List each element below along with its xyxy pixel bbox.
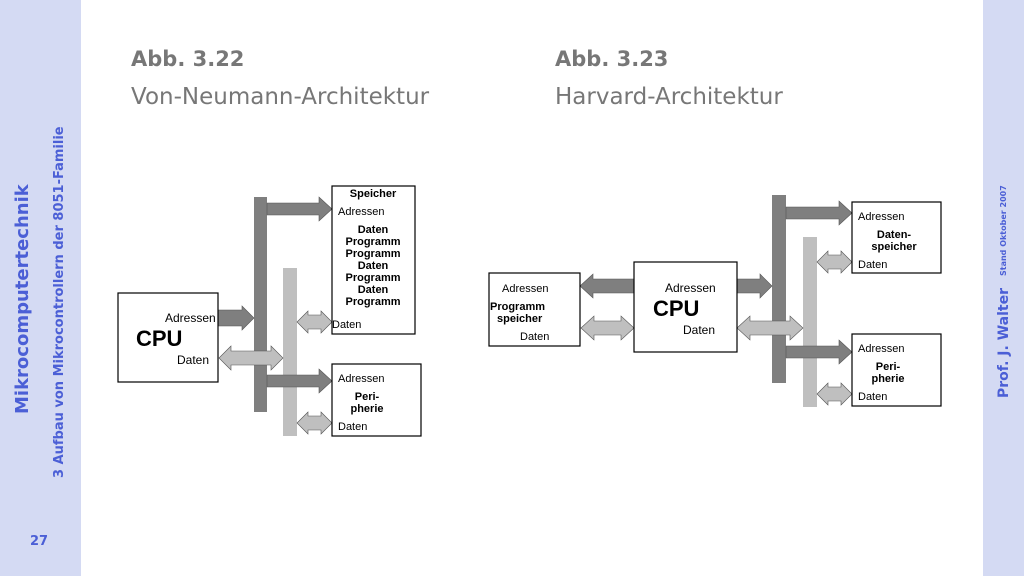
hv-program-data-label: Daten bbox=[520, 331, 549, 343]
hv-peripherals-data-arrow bbox=[816, 382, 853, 406]
vn-memory-stack-entry: Programm bbox=[345, 236, 400, 248]
vn-cpu-data-label: Daten bbox=[177, 353, 209, 367]
hv-program-name-line1: Programm bbox=[490, 301, 545, 313]
vn-cpu-address-arrow bbox=[217, 305, 255, 331]
vn-peripherals-data-arrow bbox=[296, 411, 333, 435]
vn-memory-stack-entry: Daten bbox=[358, 224, 389, 236]
vn-peripherals-name-line2: pherie bbox=[350, 403, 383, 415]
vn-memory-stack-entry: Daten bbox=[358, 284, 389, 296]
vn-peripherals-box bbox=[331, 363, 422, 437]
hv-datamem-name-line2: speicher bbox=[871, 241, 917, 253]
hv-peripherals-data-label: Daten bbox=[858, 391, 887, 403]
figure-number-von-neumann: Abb. 3.22 bbox=[131, 47, 245, 71]
figure-title-harvard: Harvard-Architektur bbox=[555, 84, 783, 110]
hv-cpu-address-label: Adressen bbox=[665, 281, 716, 295]
vn-memory-address-arrow bbox=[266, 196, 333, 222]
hv-program-address-arrow bbox=[579, 273, 635, 299]
hv-address-bus bbox=[772, 195, 786, 383]
vn-peripherals-address-arrow bbox=[266, 368, 333, 394]
harvard-diagram: Adressen Programm speicher Daten Adresse… bbox=[488, 195, 942, 407]
vn-cpu-address-label: Adressen bbox=[165, 311, 216, 325]
left-sidebar bbox=[0, 0, 81, 576]
figure-number-harvard: Abb. 3.23 bbox=[555, 47, 669, 71]
figure-title-von-neumann: Von-Neumann-Architektur bbox=[131, 84, 430, 110]
vn-peripherals-data-label: Daten bbox=[338, 421, 367, 433]
vn-peripherals-name-line1: Peri- bbox=[355, 391, 380, 403]
vn-cpu-title: CPU bbox=[136, 326, 182, 351]
von-neumann-diagram: Adressen CPU Daten Speicher Adressen Dat… bbox=[117, 185, 422, 437]
hv-datamem-address-label: Adressen bbox=[858, 211, 904, 223]
vn-memory-content-stack: DatenProgrammProgrammDatenProgrammDatenP… bbox=[345, 224, 400, 308]
vn-memory-stack-entry: Programm bbox=[345, 248, 400, 260]
hv-data-bus bbox=[803, 237, 817, 407]
hv-program-data-arrow bbox=[580, 315, 635, 341]
vn-memory-data-arrow bbox=[296, 310, 333, 334]
right-sidebar bbox=[983, 0, 1024, 576]
hv-program-address-label: Adressen bbox=[502, 283, 548, 295]
hv-cpu-data-arrow bbox=[736, 315, 804, 341]
vn-cpu-box bbox=[117, 292, 219, 383]
vn-memory-stack-entry: Daten bbox=[358, 260, 389, 272]
vn-memory-title: Speicher bbox=[350, 188, 397, 200]
hv-datamem-address-arrow bbox=[785, 200, 853, 226]
hv-program-name-line2: speicher bbox=[497, 313, 543, 325]
hv-datamem-data-arrow bbox=[816, 250, 853, 274]
vn-memory-box bbox=[331, 185, 416, 335]
vn-cpu-data-arrow bbox=[218, 345, 284, 371]
hv-datamem-data-label: Daten bbox=[858, 259, 887, 271]
hv-cpu-data-label: Daten bbox=[683, 323, 715, 337]
hv-cpu-address-arrow bbox=[736, 273, 773, 299]
page-number: 27 bbox=[30, 534, 49, 549]
hv-cpu-box bbox=[633, 261, 738, 353]
hv-program-memory-box bbox=[488, 272, 581, 347]
vn-peripherals-address-label: Adressen bbox=[338, 373, 384, 385]
hv-peripherals-box bbox=[851, 333, 942, 407]
hv-cpu-title: CPU bbox=[653, 296, 699, 321]
hv-data-memory-box bbox=[851, 201, 942, 274]
hv-peripherals-address-arrow bbox=[785, 339, 853, 365]
hv-peripherals-name-line2: pherie bbox=[871, 373, 904, 385]
vn-memory-stack-entry: Programm bbox=[345, 272, 400, 284]
vn-memory-address-label: Adressen bbox=[338, 206, 384, 218]
vn-data-bus bbox=[283, 268, 297, 436]
hv-peripherals-name-line1: Peri- bbox=[876, 361, 901, 373]
vn-memory-stack-entry: Programm bbox=[345, 296, 400, 308]
hv-datamem-name-line1: Daten- bbox=[877, 229, 912, 241]
vn-address-bus bbox=[254, 197, 267, 412]
hv-peripherals-address-label: Adressen bbox=[858, 343, 904, 355]
vn-memory-data-label: Daten bbox=[332, 319, 361, 331]
